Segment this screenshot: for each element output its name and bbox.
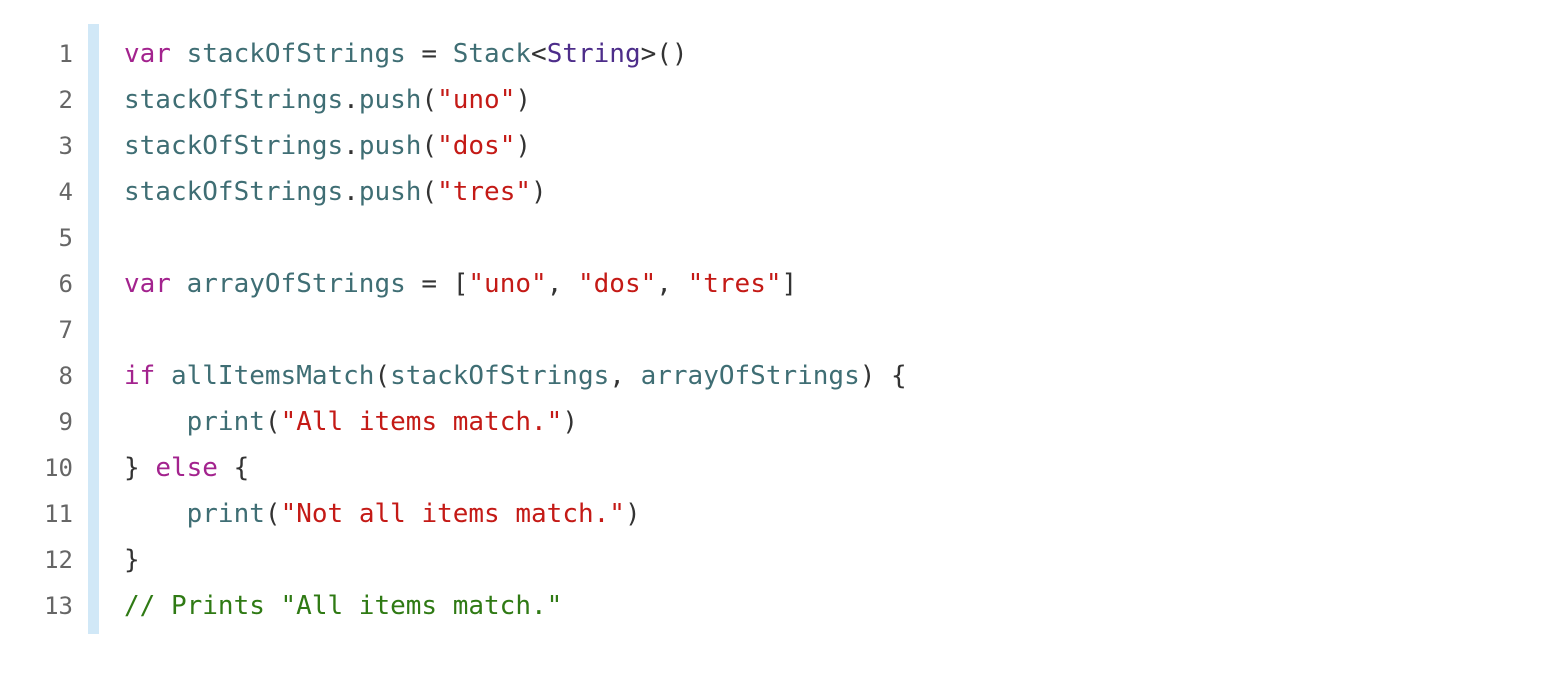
code-token: , — [656, 269, 688, 299]
code-token: = — [405, 39, 453, 69]
code-token: arrayOfStrings — [186, 269, 406, 299]
code-token: String — [546, 39, 641, 69]
code-token: , — [609, 361, 641, 391]
line-number: 1 — [58, 40, 73, 68]
code-token: } — [124, 545, 140, 575]
line-number: 2 — [58, 86, 73, 114]
code-token: ) { — [859, 361, 907, 391]
code-token: "tres" — [687, 269, 782, 299]
code-token: ) — [624, 499, 641, 529]
line-number: 12 — [44, 546, 73, 574]
code-token: "dos" — [437, 131, 516, 161]
code-line: var stackOfStrings = Stack<String>() — [124, 31, 1552, 77]
code-line: // Prints "All items match." — [124, 583, 1552, 629]
code-token: push — [358, 131, 422, 161]
code-line: print("All items match.") — [124, 399, 1552, 445]
line-number: 5 — [58, 224, 73, 252]
code-listing[interactable]: var stackOfStrings = Stack<String>()stac… — [99, 24, 1552, 634]
code-token: ( — [264, 407, 281, 437]
code-token: stackOfStrings — [124, 177, 344, 207]
line-number: 11 — [44, 500, 73, 528]
code-token: "All items match." — [280, 407, 563, 437]
code-token: } — [124, 453, 156, 483]
code-token: stackOfStrings — [390, 361, 610, 391]
code-token: "dos" — [578, 269, 657, 299]
code-token: ( — [421, 131, 438, 161]
code-token: ( — [421, 177, 438, 207]
code-token: print — [186, 499, 265, 529]
code-token: else — [155, 453, 218, 483]
code-token: , — [546, 269, 578, 299]
code-token: < — [531, 39, 547, 69]
line-number: 10 — [44, 454, 73, 482]
line-number: 13 — [44, 592, 73, 620]
line-number: 8 — [58, 362, 73, 390]
code-token: "uno" — [437, 85, 516, 115]
code-token: ( — [374, 361, 391, 391]
code-token — [155, 361, 171, 391]
code-line: stackOfStrings.push("tres") — [124, 169, 1552, 215]
code-token — [171, 269, 187, 299]
code-line: var arrayOfStrings = ["uno", "dos", "tre… — [124, 261, 1552, 307]
code-token: "uno" — [468, 269, 547, 299]
code-token: stackOfStrings — [124, 85, 344, 115]
code-token — [171, 39, 187, 69]
code-line — [124, 307, 1552, 353]
code-token: = [ — [405, 269, 469, 299]
code-line — [124, 215, 1552, 261]
code-token: ( — [421, 85, 438, 115]
code-line: stackOfStrings.push("uno") — [124, 77, 1552, 123]
line-number: 3 — [58, 132, 73, 160]
code-token: ] — [781, 269, 798, 299]
code-token: ) — [531, 177, 547, 207]
code-token: stackOfStrings — [124, 131, 344, 161]
code-token: Stack — [452, 39, 532, 69]
code-token: if — [124, 361, 156, 391]
code-line: } else { — [124, 445, 1552, 491]
code-token: "Not all items match." — [280, 499, 625, 529]
code-token — [124, 499, 187, 529]
code-token: . — [343, 131, 359, 161]
code-token: push — [358, 177, 422, 207]
code-token: . — [343, 85, 359, 115]
code-token: >() — [640, 39, 688, 69]
code-token: ( — [264, 499, 281, 529]
line-number: 4 — [58, 178, 73, 206]
gutter-rule — [88, 24, 99, 634]
code-token: . — [343, 177, 359, 207]
code-token: var — [124, 39, 171, 69]
code-token: ) — [515, 131, 532, 161]
code-token: // Prints "All items match." — [124, 591, 563, 621]
code-token: push — [358, 85, 422, 115]
line-number: 7 — [58, 316, 73, 344]
code-token: stackOfStrings — [186, 39, 406, 69]
code-token: ) — [562, 407, 578, 437]
code-line: print("Not all items match.") — [124, 491, 1552, 537]
line-number: 9 — [58, 408, 73, 436]
code-token: print — [186, 407, 265, 437]
code-token: { — [217, 453, 250, 483]
code-line: if allItemsMatch(stackOfStrings, arrayOf… — [124, 353, 1552, 399]
code-token: arrayOfStrings — [640, 361, 860, 391]
code-token: var — [124, 269, 171, 299]
code-line: } — [124, 537, 1552, 583]
code-token: allItemsMatch — [170, 361, 375, 391]
code-token: "tres" — [437, 177, 532, 207]
code-line: stackOfStrings.push("dos") — [124, 123, 1552, 169]
code-token — [124, 407, 187, 437]
line-number: 6 — [58, 270, 73, 298]
code-token: ) — [515, 85, 532, 115]
